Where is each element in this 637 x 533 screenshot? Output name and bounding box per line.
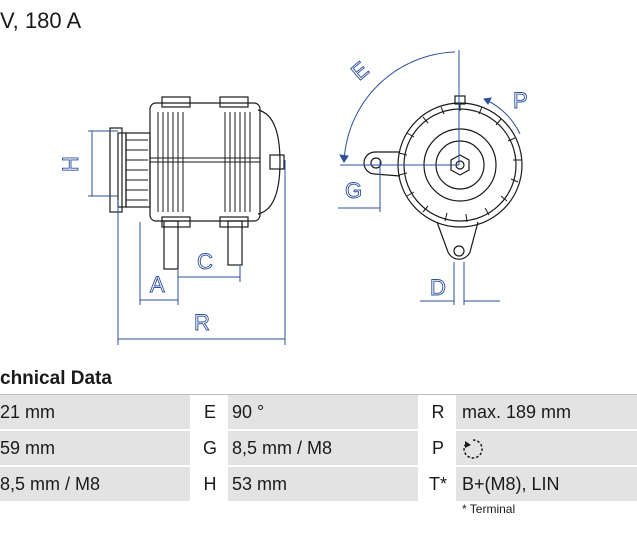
dim-label-p: P bbox=[513, 88, 528, 113]
table-value: 53 mm bbox=[232, 474, 288, 494]
dim-label-r: R bbox=[194, 310, 210, 335]
table-key: E bbox=[192, 395, 228, 429]
clockwise-rotation-icon bbox=[462, 431, 484, 465]
dim-label-a: A bbox=[150, 272, 165, 297]
table-value: 90 ° bbox=[232, 402, 265, 422]
dim-label-g: G bbox=[345, 178, 362, 203]
table-key: T* bbox=[420, 467, 456, 501]
table-key: H bbox=[192, 467, 228, 501]
alternator-side-view bbox=[109, 96, 285, 270]
side-view-dimensions bbox=[88, 130, 286, 345]
product-title: V, 180 A bbox=[0, 8, 82, 33]
table-value: B+(M8), LIN bbox=[462, 474, 560, 494]
dim-label-e: E bbox=[346, 57, 373, 86]
table-key: R bbox=[420, 395, 456, 429]
table-row: 59 mm G 8,5 mm / M8 P bbox=[0, 431, 637, 467]
table-key: P bbox=[420, 431, 456, 465]
alternator-technical-drawing: H A C R E P G D bbox=[58, 50, 528, 345]
dim-label-c: C bbox=[197, 249, 213, 274]
alternator-front-view bbox=[363, 95, 523, 260]
table-row: 8,5 mm / M8 H 53 mm T* B+(M8), LIN bbox=[0, 467, 637, 503]
section-title: chnical Data bbox=[0, 368, 112, 389]
table-value: 8,5 mm / M8 bbox=[0, 474, 101, 494]
table-value: 8,5 mm / M8 bbox=[232, 438, 333, 458]
technical-data-table: 21 mm E 90 ° R max. 189 mm 59 mm G 8,5 m… bbox=[0, 394, 637, 503]
table-value: 59 mm bbox=[0, 438, 56, 458]
dim-label-h: H bbox=[58, 156, 83, 172]
table-value: max. 189 mm bbox=[462, 402, 572, 422]
dim-label-d: D bbox=[430, 275, 446, 300]
front-view-dimensions bbox=[338, 50, 521, 305]
table-value: 21 mm bbox=[0, 402, 56, 422]
footnote: * Terminal bbox=[462, 502, 516, 516]
table-key: G bbox=[192, 431, 228, 465]
table-row: 21 mm E 90 ° R max. 189 mm bbox=[0, 395, 637, 431]
